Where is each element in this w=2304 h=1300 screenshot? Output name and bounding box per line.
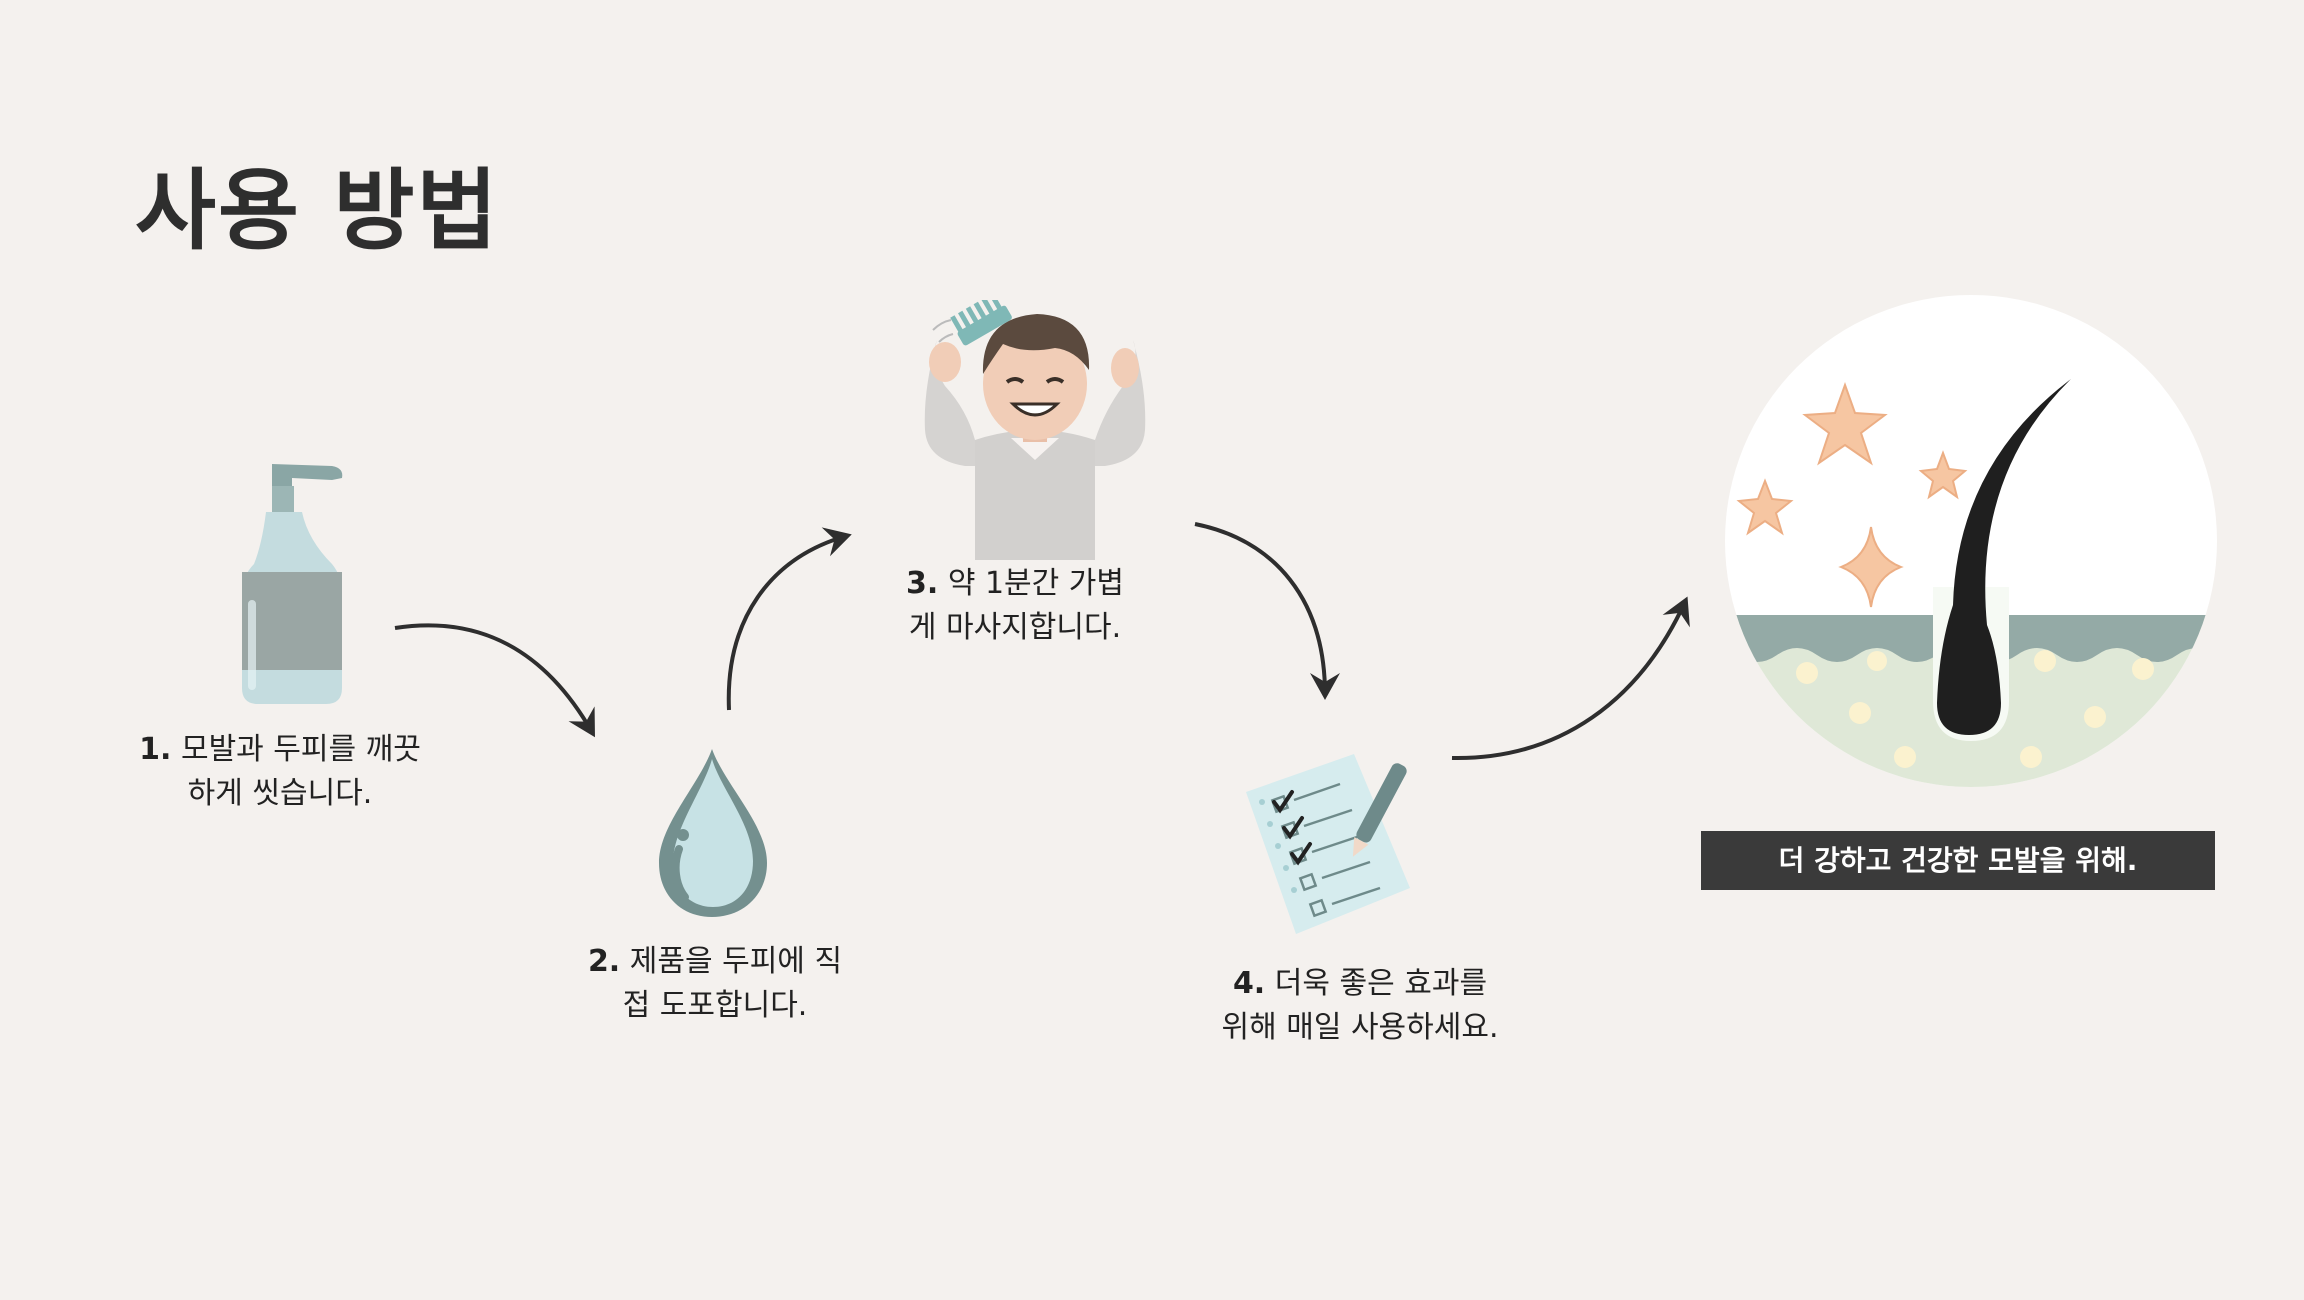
step-3-text: 3. 약 1분간 가볍 게 마사지합니다.	[845, 562, 1185, 650]
page-title: 사용 방법	[135, 159, 500, 262]
step-number: 3.	[906, 566, 939, 601]
step-line: 약 1분간 가볍	[947, 566, 1124, 601]
arrow-3-to-4	[1194, 522, 1340, 700]
water-drop-icon	[659, 749, 767, 917]
step-number: 4.	[1232, 966, 1266, 1001]
step-line: 하게 씻습니다.	[187, 776, 373, 811]
step-line: 접 도포합니다.	[622, 988, 808, 1023]
healthy-hair-follicle-icon	[1725, 295, 2217, 787]
arrow-4-to-result	[1451, 596, 1690, 761]
checklist-icon	[1246, 754, 1410, 934]
scalp-massage-person-icon	[924, 300, 1146, 560]
step-line: 모발과 두피를 깨끗	[180, 732, 421, 767]
step-line: 제품을 두피에 직	[629, 944, 843, 979]
step-line: 게 마사지합니다.	[908, 610, 1122, 645]
pump-bottle-icon	[242, 464, 343, 704]
arrow-2-to-3	[726, 527, 852, 711]
step-2-text: 2. 제품을 두피에 직 접 도포합니다.	[545, 940, 885, 1028]
step-4-text: 4. 더욱 좋은 효과를 위해 매일 사용하세요.	[1180, 962, 1540, 1050]
step-number: 2.	[587, 944, 621, 979]
step-line: 더욱 좋은 효과를	[1274, 966, 1488, 1001]
step-1-text: 1. 모발과 두피를 깨끗 하게 씻습니다.	[110, 728, 450, 816]
step-line: 위해 매일 사용하세요.	[1221, 1010, 1499, 1045]
result-banner: 더 강하고 건강한 모발을 위해.	[1701, 831, 2215, 890]
step-number: 1.	[139, 732, 172, 767]
arrow-1-to-2	[394, 623, 595, 738]
